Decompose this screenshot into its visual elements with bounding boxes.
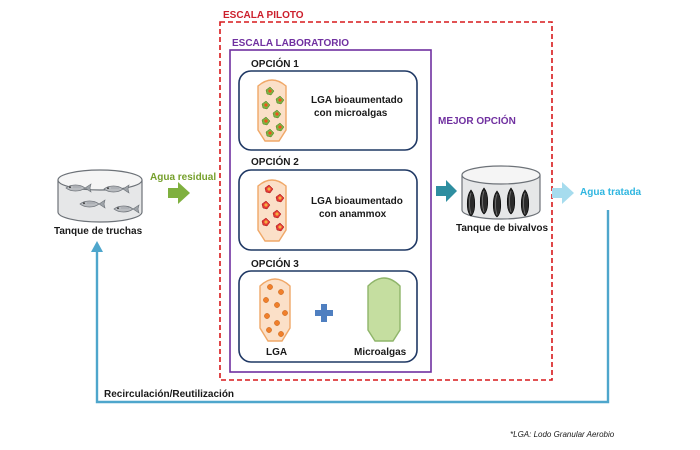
option-2-line1: LGA bioaumentado: [311, 196, 403, 207]
option-3-title: OPCIÓN 3: [251, 259, 299, 270]
treated-water-label: Agua tratada: [580, 187, 642, 198]
wastewater-label: Agua residual: [150, 172, 217, 183]
trout-tank-label: Tanque de truchas: [54, 226, 143, 237]
treated-water-arrow: [552, 182, 574, 204]
option-2-line2: con anammox: [319, 209, 387, 220]
wastewater-arrow: [168, 182, 190, 204]
best-option-label: MEJOR OPCIÓN: [438, 116, 516, 127]
reactor-icon: [367, 277, 401, 342]
option-2-title: OPCIÓN 2: [251, 157, 299, 168]
lab-scale-box: [229, 49, 432, 373]
recirculation-line: [91, 210, 610, 404]
granule-icon: [261, 86, 285, 138]
option-3-lga-label: LGA: [266, 347, 288, 358]
pilot-scale-label: ESCALA PILOTO: [223, 10, 304, 21]
pilot-scale-box: [219, 21, 553, 381]
option-3-microalgae-label: Microalgas: [354, 347, 407, 358]
option-1-title: OPCIÓN 1: [251, 59, 299, 70]
reactor-icon: [257, 79, 287, 142]
bivalve-tank-label: Tanque de bivalvos: [456, 223, 549, 234]
to-bivalve-arrow: [436, 180, 457, 202]
reactor-icon: [259, 278, 291, 342]
footnote: *LGA: Lodo Granular Aerobio: [510, 430, 615, 439]
plus-icon: [315, 304, 333, 322]
bivalve-tank-icon: [461, 165, 541, 220]
granule-icon: [261, 184, 285, 232]
lab-scale-label: ESCALA LABORATORIO: [232, 38, 350, 49]
option-1-line2: con microalgas: [314, 108, 388, 119]
trout-tank-icon: [57, 169, 143, 223]
reactor-icon: [257, 179, 287, 242]
granule-icon: [263, 284, 288, 337]
recirculation-label: Recirculación/Reutilización: [104, 389, 235, 400]
option-1-line1: LGA bioaumentado: [311, 95, 403, 106]
